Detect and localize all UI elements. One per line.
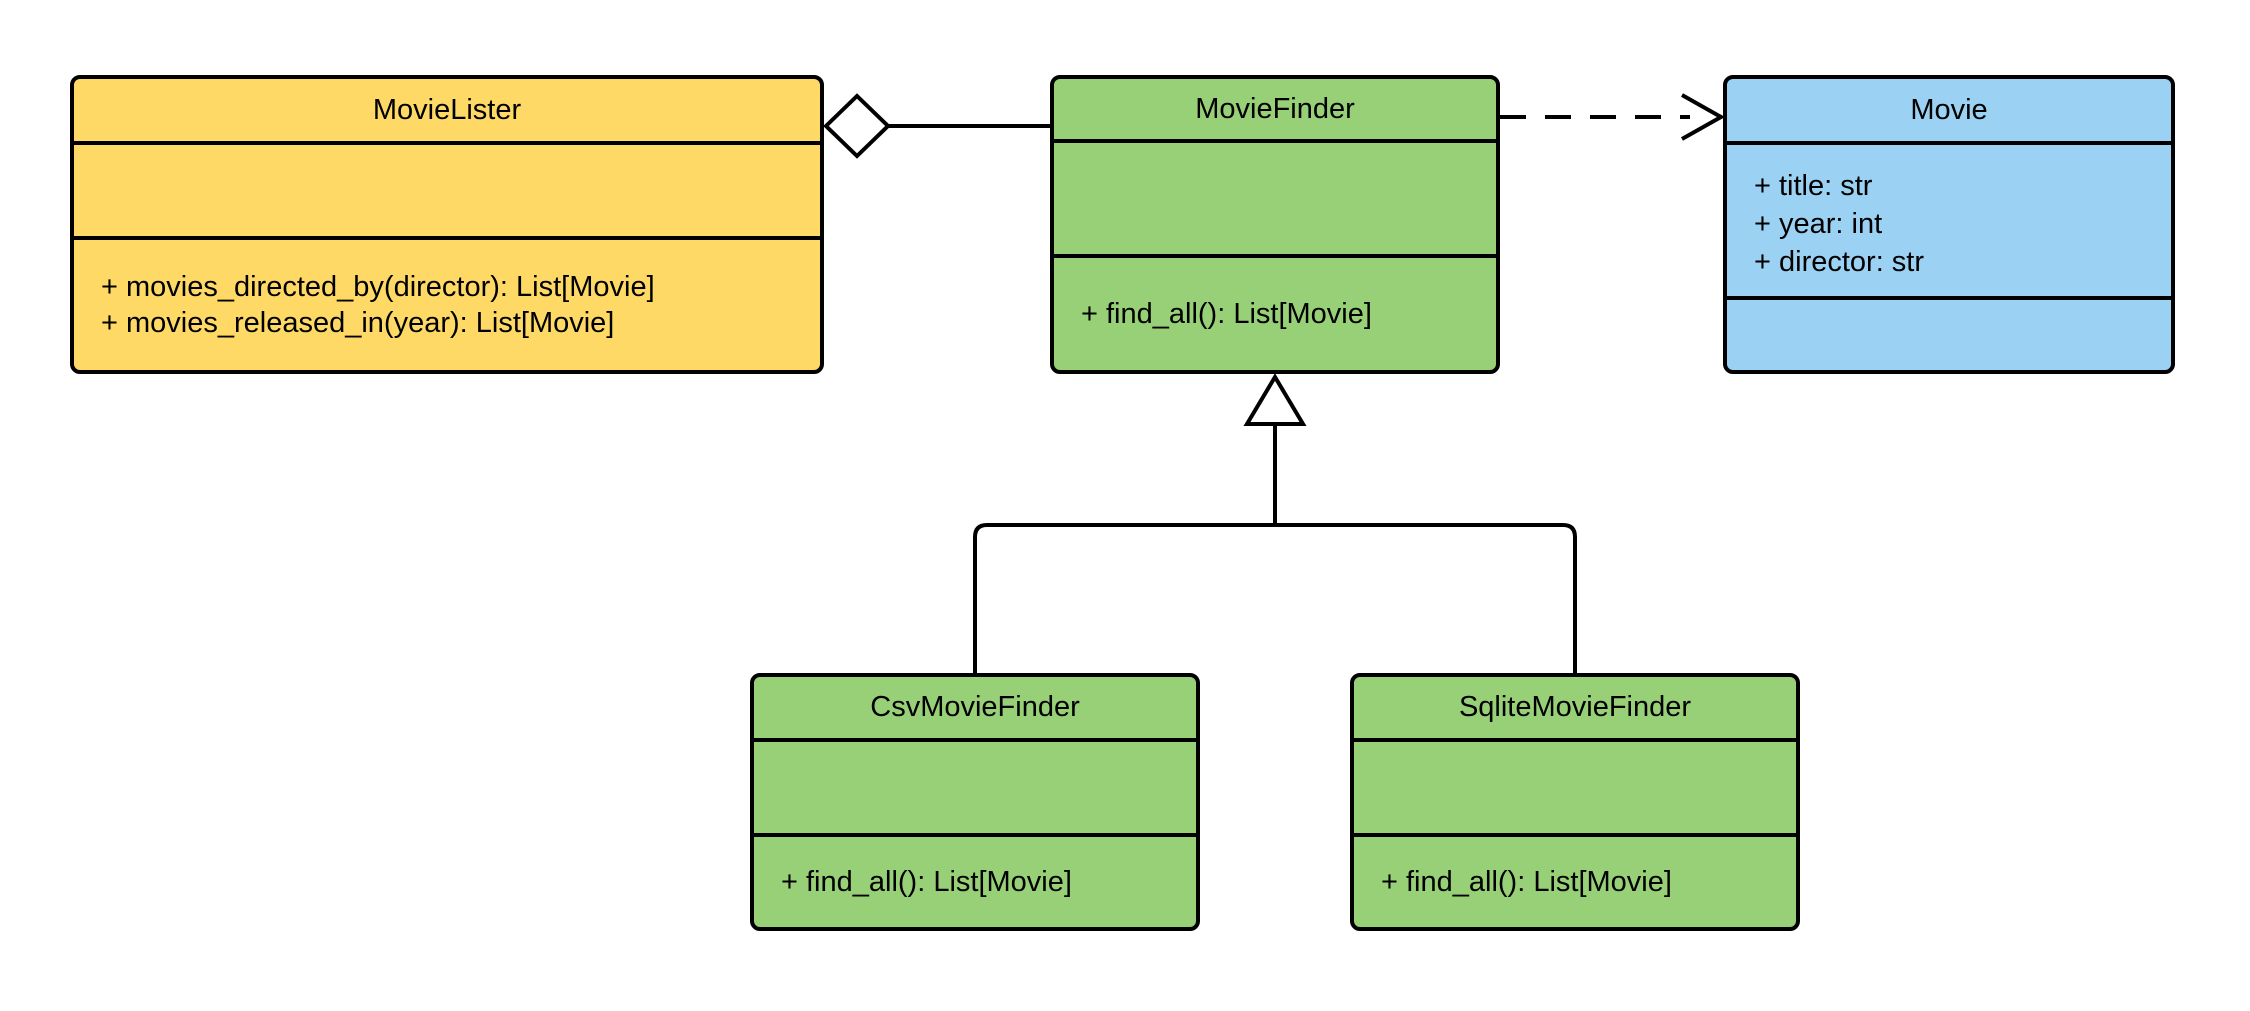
method-line: + movies_released_in(year): List[Movie] xyxy=(101,307,615,339)
generalization-triangle-marker xyxy=(1243,373,1307,426)
attributes-compartment xyxy=(754,742,1196,837)
attributes-compartment xyxy=(1054,143,1496,258)
methods-compartment: + find_all(): List[Movie] xyxy=(1054,258,1496,370)
methods-compartment: + find_all(): List[Movie] xyxy=(754,837,1196,927)
attribute-line: + year: int xyxy=(1754,207,1883,240)
class-title: Movie xyxy=(1727,79,2171,145)
aggregation-diamond-marker xyxy=(823,93,891,159)
class-box-sqlitemoviefinder: SqliteMovieFinder + find_all(): List[Mov… xyxy=(1350,673,1800,931)
method-line: + find_all(): List[Movie] xyxy=(1381,866,1672,898)
method-line: + find_all(): List[Movie] xyxy=(781,866,1072,898)
methods-compartment xyxy=(1727,300,2171,370)
class-box-csvmoviefinder: CsvMovieFinder + find_all(): List[Movie] xyxy=(750,673,1200,931)
method-line: + movies_directed_by(director): List[Mov… xyxy=(101,271,655,303)
attributes-compartment xyxy=(74,145,820,240)
generalization-branch-line xyxy=(973,523,1577,673)
methods-compartment: + movies_directed_by(director): List[Mov… xyxy=(74,240,820,370)
method-line: + find_all(): List[Movie] xyxy=(1081,298,1372,330)
attributes-compartment xyxy=(1354,742,1796,837)
attribute-line: + title: str xyxy=(1754,169,1873,202)
attributes-compartment: + title: str + year: int + director: str xyxy=(1727,145,2171,300)
methods-compartment: + find_all(): List[Movie] xyxy=(1354,837,1796,927)
class-box-movie: Movie + title: str + year: int + directo… xyxy=(1723,75,2175,374)
class-box-moviefinder: MovieFinder + find_all(): List[Movie] xyxy=(1050,75,1500,374)
class-title: MovieFinder xyxy=(1054,79,1496,143)
class-box-movielister: MovieLister + movies_directed_by(directo… xyxy=(70,75,824,374)
attribute-line: + director: str xyxy=(1754,245,1925,278)
class-title: CsvMovieFinder xyxy=(754,677,1196,742)
dependency-arrowhead-icon xyxy=(1681,93,1726,141)
class-title: SqliteMovieFinder xyxy=(1354,677,1796,742)
class-title: MovieLister xyxy=(74,79,820,145)
